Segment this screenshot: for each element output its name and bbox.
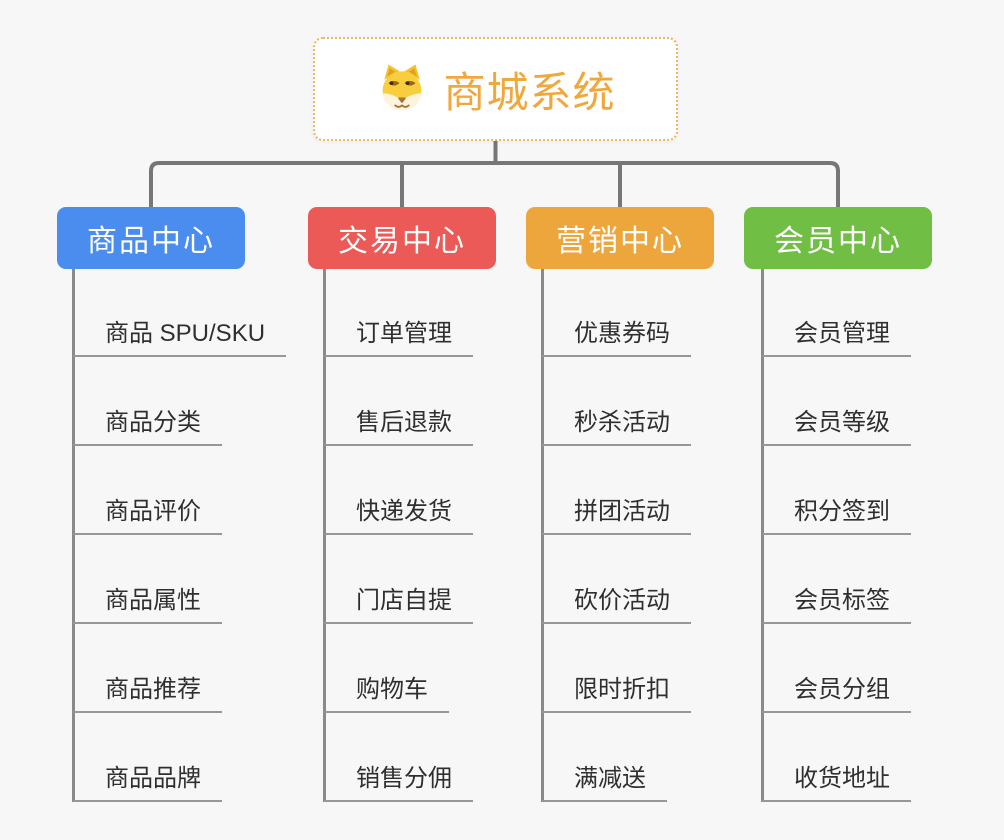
leaf-node[interactable]: 积分签到 xyxy=(762,497,911,535)
leaf-node[interactable]: 订单管理 xyxy=(324,319,473,357)
leaf-node[interactable]: 商品属性 xyxy=(73,586,222,624)
leaf-node[interactable]: 快递发货 xyxy=(324,497,473,535)
branch-label: 营销中心 xyxy=(556,225,684,258)
branch-node-trade-center[interactable]: 交易中心 xyxy=(308,207,496,269)
branch-node-product-center[interactable]: 商品中心 xyxy=(57,207,245,269)
leaf-node[interactable]: 购物车 xyxy=(324,675,449,713)
shiba-dog-icon xyxy=(383,64,422,111)
leaf-node[interactable]: 商品分类 xyxy=(73,408,222,446)
leaf-node[interactable]: 商品 SPU/SKU xyxy=(73,319,287,357)
leaf-node[interactable]: 门店自提 xyxy=(324,586,473,624)
leaf-node[interactable]: 商品品牌 xyxy=(73,764,222,802)
branch-node-marketing-center[interactable]: 营销中心 xyxy=(526,207,714,269)
children-column-marketing: 优惠券码 秒杀活动 拼团活动 砍价活动 限时折扣 满减送 xyxy=(542,319,772,840)
leaf-node[interactable]: 销售分佣 xyxy=(324,764,473,802)
leaf-node[interactable]: 会员等级 xyxy=(762,408,911,446)
leaf-node[interactable]: 优惠券码 xyxy=(542,319,691,357)
leaf-node[interactable]: 限时折扣 xyxy=(542,675,691,713)
children-column-member: 会员管理 会员等级 积分签到 会员标签 会员分组 收货地址 xyxy=(762,319,992,840)
children-column-product: 商品 SPU/SKU 商品分类 商品评价 商品属性 商品推荐 商品品牌 xyxy=(73,319,303,840)
branch-node-member-center[interactable]: 会员中心 xyxy=(744,207,932,269)
root-node-mall-system[interactable]: 商城系统 xyxy=(313,37,678,141)
leaf-node[interactable]: 收货地址 xyxy=(762,764,911,802)
leaf-node[interactable]: 会员管理 xyxy=(762,319,911,357)
root-title: 商城系统 xyxy=(443,68,616,116)
leaf-node[interactable]: 会员标签 xyxy=(762,586,911,624)
leaf-node[interactable]: 秒杀活动 xyxy=(542,408,691,446)
branch-label: 商品中心 xyxy=(87,225,215,258)
leaf-node[interactable]: 商品评价 xyxy=(73,497,222,535)
leaf-node[interactable]: 商品推荐 xyxy=(73,675,222,713)
branch-label: 交易中心 xyxy=(338,225,466,258)
leaf-node[interactable]: 砍价活动 xyxy=(542,586,691,624)
leaf-node[interactable]: 满减送 xyxy=(542,764,667,802)
leaf-node[interactable]: 拼团活动 xyxy=(542,497,691,535)
branch-label: 会员中心 xyxy=(774,225,902,258)
leaf-node[interactable]: 售后退款 xyxy=(324,408,473,446)
leaf-node[interactable]: 会员分组 xyxy=(762,675,911,713)
children-column-trade: 订单管理 售后退款 快递发货 门店自提 购物车 销售分佣 xyxy=(324,319,554,840)
